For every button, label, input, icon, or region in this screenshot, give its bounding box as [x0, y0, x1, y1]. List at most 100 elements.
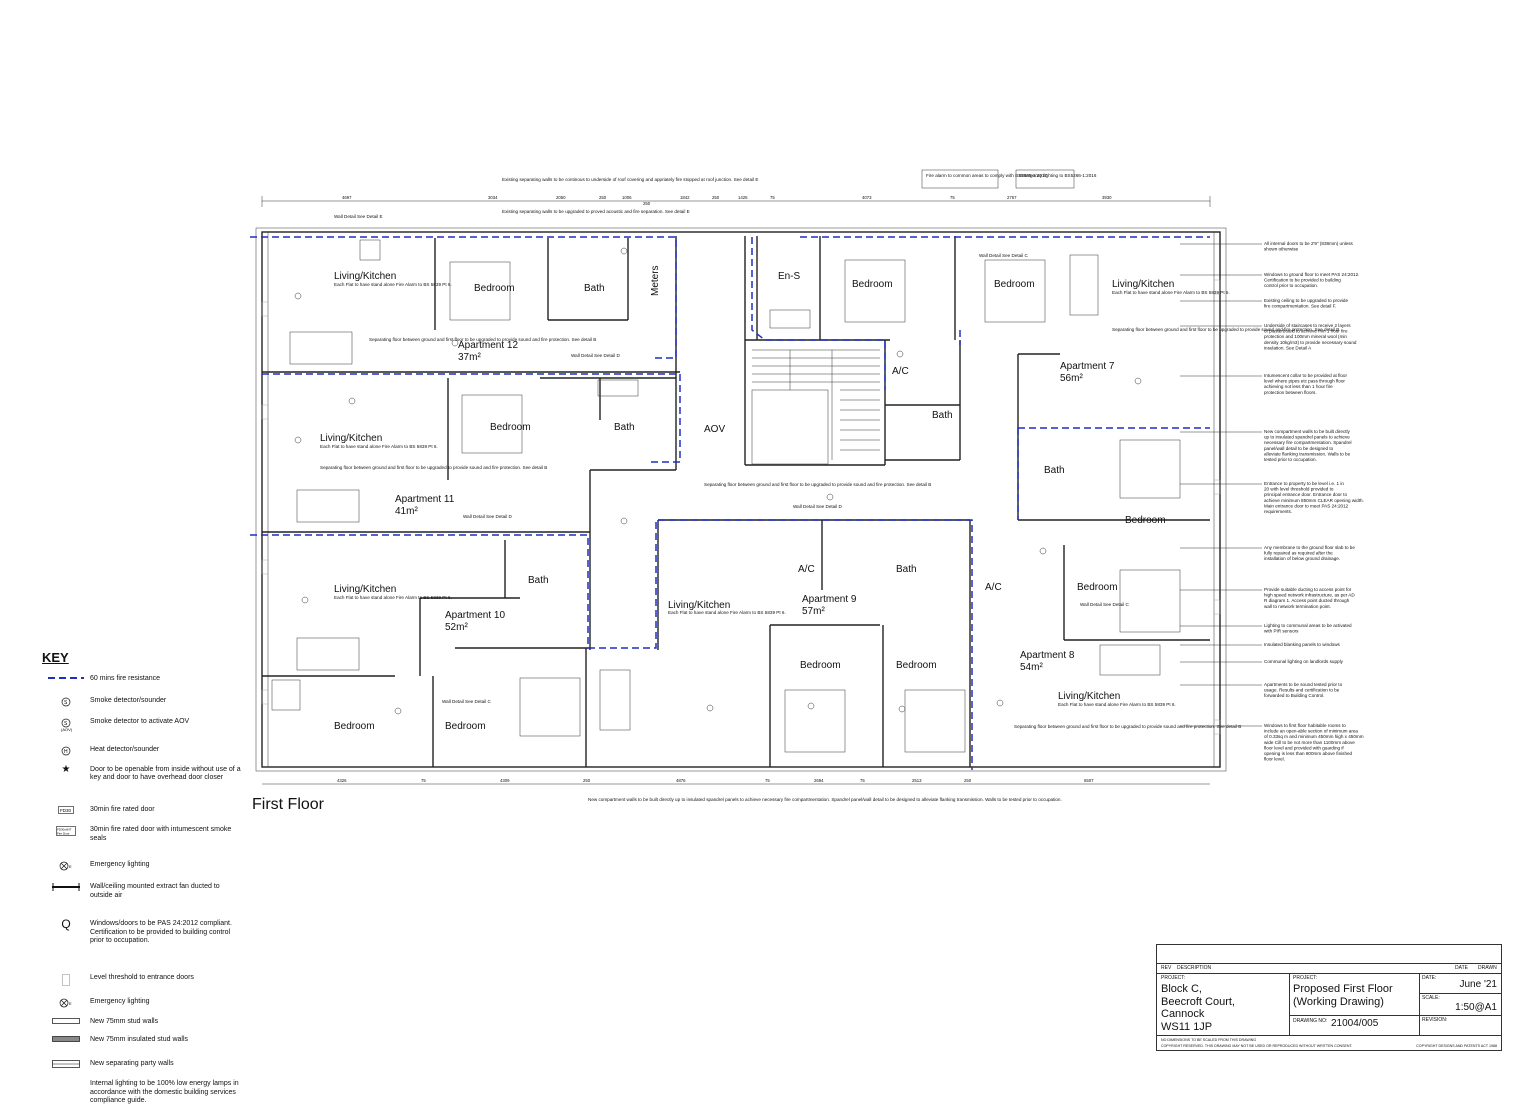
- apt9-bath-label: Bath: [896, 564, 917, 575]
- threshold-icon: [42, 973, 90, 986]
- key-item-label: New separating party walls: [90, 1059, 174, 1067]
- dim-top-5: 250: [643, 201, 651, 206]
- key-title: KEY: [42, 650, 69, 665]
- dim-bottom-7: 75: [860, 778, 865, 783]
- fire-alarm-note: Fire alarm to common areas to comply wit…: [926, 173, 1047, 178]
- dim-top-0: 4697: [342, 195, 352, 200]
- dim-top-3: 250: [599, 195, 607, 200]
- dim-top-2: 2050: [556, 195, 566, 200]
- key-item-label: 60 mins fire resistance: [90, 675, 161, 682]
- wall-detail-c-label-3: Wall Detail See Detail C: [442, 699, 492, 704]
- key-item-star: ★Door to be openable from inside without…: [42, 764, 242, 783]
- apt7-name: Apartment 7: [1060, 361, 1115, 372]
- apt11-bedroom-label: Bedroom: [490, 422, 531, 433]
- dim-bottom-5: 75: [765, 778, 770, 783]
- apt7-bath-label: Bath: [932, 410, 953, 421]
- apt10-area: 52m²: [445, 622, 468, 633]
- smoke-detectors: [294, 247, 1142, 715]
- top-dimension-line: 4697 3034 2050 250 1006 250 1842 250 142…: [261, 195, 1211, 207]
- apt7-living-label: Living/Kitchen: [1112, 279, 1174, 290]
- outer-walls: [255, 227, 1227, 772]
- date-cell: DATE: June '21: [1419, 973, 1501, 994]
- date-header: DATE: [1455, 965, 1468, 971]
- stud-ins-icon: [42, 1036, 90, 1042]
- svg-text:(AOV): (AOV): [61, 727, 72, 732]
- dim-bottom-6: 2694: [814, 778, 824, 783]
- each-flat-note-11: Each Flat to have stand alone Fire Alarm…: [320, 444, 438, 449]
- key-item-stud-ins: New 75mm insulated stud walls: [42, 1036, 242, 1045]
- wall-detail-d-label-3: Wall Detail See Detail D: [793, 504, 843, 509]
- common-bath-label: Bath: [1044, 465, 1065, 476]
- project-line-3: WS11 1JP: [1161, 1020, 1213, 1033]
- key-item-fan: Wall/ceiling mounted extract fan ducted …: [42, 883, 242, 900]
- svg-text:S: S: [64, 700, 68, 706]
- apt9-area: 57m²: [802, 606, 825, 617]
- revision-cell: REVISION:: [1419, 1015, 1501, 1035]
- scale-label: SCALE:: [1422, 995, 1440, 1001]
- key-item-label: Level threshold to entrance doors: [90, 973, 194, 981]
- key-item-fire-line: 60 mins fire resistance: [42, 675, 242, 684]
- footer-line-1: NO DIMENSIONS TO BE SCALED FROM THIS DRA…: [1161, 1038, 1257, 1042]
- key-item-stud: New 75mm stud walls: [42, 1018, 242, 1027]
- wall-detail-c-label-2: Wall Detail See Detail C: [979, 253, 1029, 258]
- sep-walls-top-note: Existing separating walls to be continou…: [502, 177, 758, 182]
- apt12-bedroom-label: Bedroom: [474, 283, 515, 294]
- apt10-bedroom1-label: Bedroom: [334, 721, 375, 732]
- drawing-title: First Floor: [252, 796, 325, 813]
- scale-cell: SCALE: 1:50@A1: [1419, 993, 1501, 1016]
- emergency-icon: E: [42, 861, 90, 871]
- fd30-icon: FD30: [42, 805, 90, 814]
- apt9-name: Apartment 9: [802, 594, 857, 605]
- dim-top-11: 75: [950, 195, 955, 200]
- key-item-label: Emergency lighting: [90, 861, 150, 868]
- sep-floor-note-8: Separating floor between ground and firs…: [1014, 724, 1241, 729]
- bottom-dimension-line: 4326 75 4309 250 4876 75 2694 75 2513 25…: [262, 778, 1210, 785]
- apt12-name: Apartment 12: [458, 340, 518, 351]
- dim-top-4: 1006: [622, 195, 632, 200]
- apt10-bedroom2-label: Bedroom: [445, 721, 486, 732]
- apt11-living-label: Living/Kitchen: [320, 433, 382, 444]
- right-note-9: Lighting to communal areas to be activat…: [1264, 623, 1352, 634]
- apt10-name: Apartment 10: [445, 610, 505, 621]
- dim-bottom-8: 2513: [912, 778, 922, 783]
- revision-label: REVISION:: [1422, 1017, 1448, 1023]
- title-block-header: [1157, 945, 1501, 964]
- floor-plan: 4697 3034 2050 250 1006 250 1842 250 142…: [250, 169, 1364, 813]
- key-item-label: Emergency lighting: [90, 997, 150, 1005]
- wall-detail-e-label: Wall Detail See Detail E: [334, 214, 383, 219]
- dim-bottom-1: 75: [421, 778, 426, 783]
- key-item-label: Smoke detector to activate AOV: [90, 717, 190, 725]
- apt7-ac-label: A/C: [892, 366, 909, 377]
- windows: [261, 279, 1221, 735]
- heat-icon: H: [42, 746, 90, 756]
- right-notes: All internal doors to be 2'9" (838mm) un…: [1180, 241, 1364, 762]
- dim-bottom-2: 4309: [500, 778, 510, 783]
- apt8-ac-label: A/C: [985, 582, 1002, 593]
- wall-detail-d-label-2: Wall Detail See Detail D: [463, 514, 513, 519]
- dim-bottom-3: 250: [583, 778, 591, 783]
- sep-floor-note-mid: Separating floor between ground and firs…: [704, 482, 931, 487]
- sep-floor-note-12: Separating floor between ground and firs…: [369, 337, 596, 342]
- apt12-bath-label: Bath: [584, 283, 605, 294]
- right-note-3: Underside of staircases to receive 2 lay…: [1264, 323, 1357, 350]
- aov-label: AOV: [704, 424, 725, 435]
- fire-resistance-lines: [250, 236, 1210, 770]
- emergency-note: Emergency lighting to BS5266-1:2016: [1019, 173, 1097, 178]
- apt7-ens-label: En-S: [778, 271, 801, 282]
- scale-value: 1:50@A1: [1455, 1002, 1497, 1013]
- meters-label: Meters: [650, 265, 661, 296]
- right-note-11: Communal lighting on landlords supply: [1264, 659, 1344, 664]
- project-line-0: Block C,: [1161, 983, 1202, 995]
- sep-floor-note-7: Separating floor between ground and firs…: [1112, 327, 1339, 332]
- project2-line-1: (Working Drawing): [1293, 995, 1384, 1008]
- right-note-8: Provide suitable ducting to access point…: [1264, 587, 1355, 609]
- drawing-no-cell: DRAWING NO: 21004/005: [1289, 1015, 1420, 1035]
- stud-icon: [42, 1017, 90, 1024]
- right-note-6: Entrance to property to be level i.e. 1 …: [1264, 481, 1364, 514]
- compartment-note: New compartment walls to be built direct…: [588, 797, 1062, 802]
